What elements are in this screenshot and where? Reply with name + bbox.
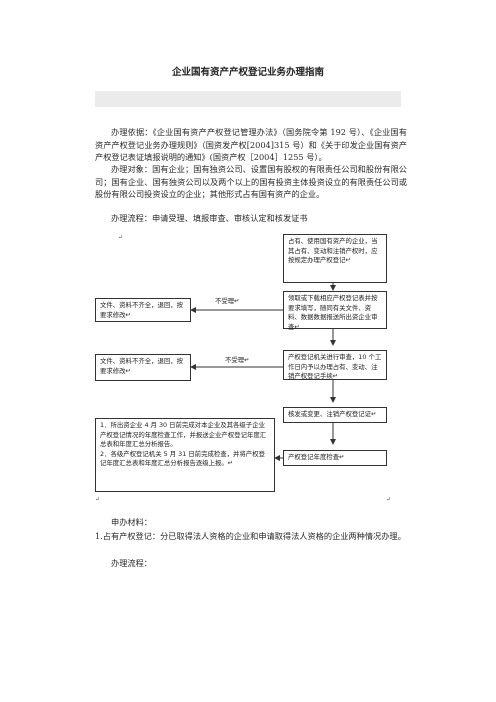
materials-heading: 申办材料： (111, 517, 152, 527)
flow-heading: 办理流程： (111, 558, 152, 568)
header-bar (95, 91, 401, 107)
process-paragraph: 办理流程：申请受理、填报审查、审核认定和核发证书 (111, 213, 308, 223)
flow-box-start: 占有、使用国有资产的企业，当其占有、变动和注销产权时，应按规定办理产权登记↵ (283, 234, 387, 283)
flow-box-reject-1: 文件、资料不齐全，退回，按要求修改↵ (95, 298, 191, 322)
page-title: 企业国有资产产权登记业务办理指南 (171, 67, 324, 78)
flow-box-issue: 核发或变更、注销产权登记证↵ (283, 407, 387, 423)
flow-box-note: 1．所出资企业 4 月 30 日前完成对本企业及其各级子企业产权登记情况的年度检… (95, 418, 275, 492)
reject-label-1: 不受理↵ (215, 297, 240, 305)
flow-box-review: 产权登记机关进行审查，10 个工作日内予以办理占有、变动、注销产权登记手续↵ (283, 350, 387, 380)
flow-box-receive: 领取或下载相应产权登记表并按要求填写，随同有关文件、资料、数据数据报送所出资企业… (283, 291, 387, 331)
basis-paragraph: 办理依据：《企业国有资产产权登记管理办法》（国务院令第 192 号）、《企业国有… (95, 127, 407, 162)
flow-box-reject-2: 文件、资料不齐全，退回，按要求修改↵ (95, 354, 191, 381)
paragraph-mark: ↵ (386, 496, 392, 503)
materials-item-1: 1.占有产权登记：分已取得法人资格的企业和申请取得法人资格的企业两种情况办理。 (95, 531, 406, 541)
paragraph-mark: ↵ (118, 234, 124, 241)
reject-label-2: 不受理↵ (225, 356, 250, 364)
flow-box-annual: 产权登记年度检查↵ (283, 450, 387, 466)
target-paragraph: 办理对象：国有企业；国有独资公司、设置国有股权的有限责任公司和股份有限公司；国有… (95, 164, 407, 199)
paragraph-mark: ↵ (95, 496, 101, 503)
